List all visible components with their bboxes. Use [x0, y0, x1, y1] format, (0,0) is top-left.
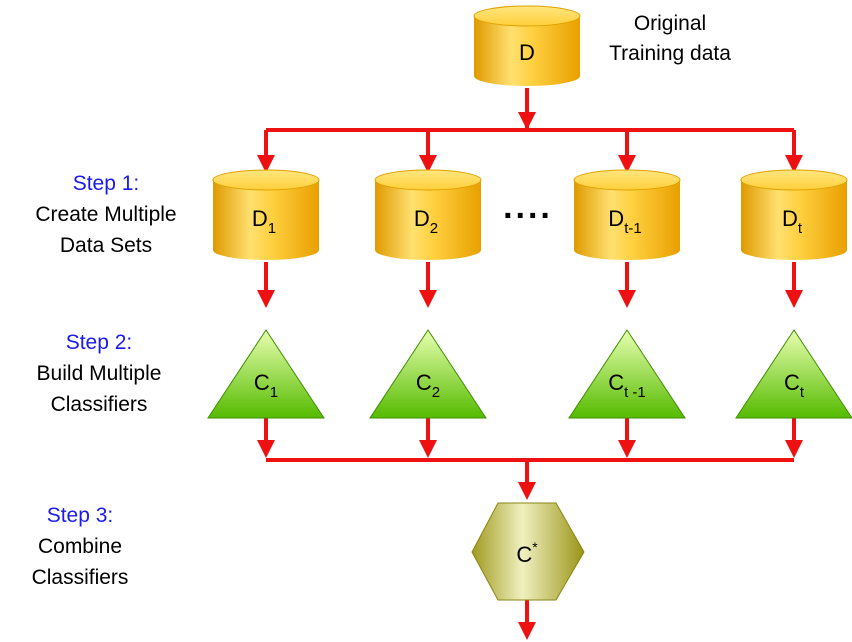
classifier-label-4: Ct [784, 370, 805, 401]
dataset-cylinder-2: D2 [374, 169, 482, 260]
arrowhead-ct1-merge [618, 440, 636, 458]
arrowhead-output [518, 622, 536, 640]
step-1-label: Step 1: Create Multiple Data Sets [0, 168, 212, 261]
arrowhead-dt [785, 155, 803, 173]
combined-classifier-label: C* [516, 539, 538, 567]
classifier-triangle-1: C1 [207, 329, 325, 419]
arrowheads [257, 112, 803, 640]
arrowhead-combined [518, 482, 536, 500]
classifier-label-1: C1 [254, 370, 278, 401]
classifier-triangle-3: Ct -1 [568, 329, 686, 419]
ellipsis: .... [503, 188, 553, 226]
source-dataset-label: D [519, 40, 535, 65]
step-2-title: Step 2: [65, 331, 133, 354]
step-1-line2: Data Sets [59, 234, 153, 257]
step-3-title: Step 3: [46, 504, 114, 527]
arrowhead-ct1 [618, 290, 636, 308]
arrowhead-dt1 [618, 155, 636, 173]
dataset-label-1: D1 [252, 206, 276, 237]
step-3-line2: Classifiers [31, 566, 129, 589]
classifier-triangle-4: Ct [735, 329, 852, 419]
classifier-label-3: Ct -1 [608, 370, 646, 401]
arrowhead-ct-merge [785, 440, 803, 458]
step-2-line1: Build Multiple [36, 362, 162, 385]
source-dataset-cylinder: D [473, 5, 581, 86]
dataset-cylinder-4: Dt [740, 169, 848, 260]
dataset-label-3: Dt-1 [608, 206, 641, 237]
dataset-cylinders: D1 D2 Dt-1 Dt [212, 169, 848, 260]
arrowhead-ct [785, 290, 803, 308]
arrowhead-c2 [419, 290, 437, 308]
dataset-cylinder-3: Dt-1 [573, 169, 681, 260]
classifier-triangles: C1 C2 Ct -1 Ct [207, 329, 852, 419]
source-caption-line2: Training data [609, 42, 731, 65]
classifier-label-2: C2 [416, 370, 440, 401]
step-2-line2: Classifiers [50, 393, 148, 416]
step-3-line1: Combine [37, 535, 123, 558]
classifier-triangle-2: C2 [369, 329, 487, 419]
dataset-cylinder-1: D1 [212, 169, 320, 260]
step-2-label: Step 2: Build Multiple Classifiers [0, 327, 198, 420]
step-3-label: Step 3: Combine Classifiers [0, 500, 160, 593]
arrowhead-source [518, 112, 536, 130]
step-1-title: Step 1: [72, 172, 140, 195]
dataset-label-2: D2 [414, 206, 438, 237]
step-1-line1: Create Multiple [35, 203, 177, 226]
arrowhead-d1 [257, 155, 275, 173]
combined-classifier-hexagon: C* [471, 502, 585, 601]
dataset-label-4: Dt [782, 206, 803, 237]
arrowhead-d2 [419, 155, 437, 173]
arrowhead-c1-merge [257, 440, 275, 458]
arrowhead-c2-merge [419, 440, 437, 458]
source-caption-line1: Original [634, 12, 706, 35]
arrowhead-c1 [257, 290, 275, 308]
